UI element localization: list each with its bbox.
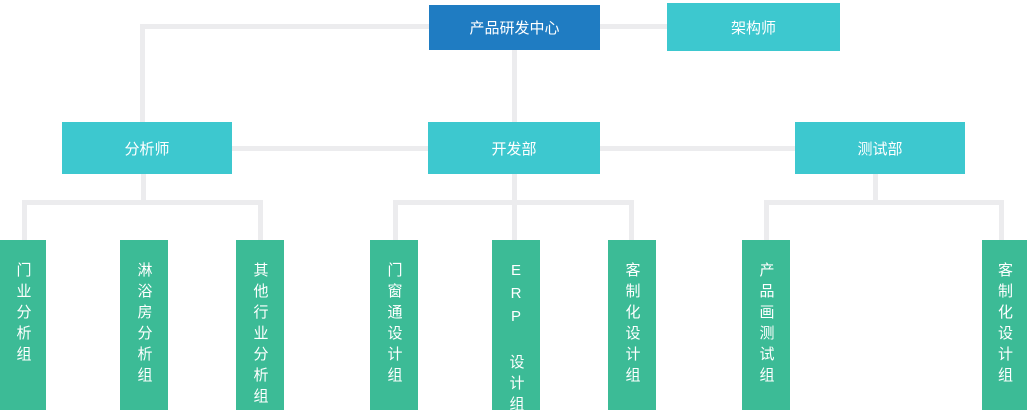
node-test-team-1[interactable]: 产品画测试组 [742,240,790,410]
node-dev-team-2-label: ERP 设计组 [507,262,525,412]
node-root[interactable]: 产品研发中心 [429,5,600,50]
node-dev-dept[interactable]: 开发部 [428,122,600,174]
node-test-dept[interactable]: 测试部 [795,122,965,174]
node-dev-team-1-label: 门窗通设计组 [385,262,403,388]
connector-test-stem-v [873,174,878,205]
node-architect[interactable]: 架构师 [667,3,840,51]
connector-test-bar-h [764,200,1004,205]
node-test-team-2-label: 客制化设计组 [996,262,1013,388]
connector-dev-drop-left-v [393,200,398,240]
connector-dev-to-test-h [600,146,795,151]
node-test-team-2[interactable]: 客制化设计组 [982,240,1027,410]
connector-dev-stem-v [512,174,517,240]
connector-analyst-to-dev-h [232,146,428,151]
node-dev-team-3[interactable]: 客制化设计组 [608,240,656,410]
node-analyst-team-2-label: 淋浴房分析组 [135,262,153,388]
node-dev-team-1[interactable]: 门窗通设计组 [370,240,418,410]
node-analyst-team-3-label: 其他行业分析组 [251,262,269,409]
node-test-dept-label: 测试部 [857,140,903,158]
node-dev-team-2[interactable]: ERP 设计组 [492,240,540,412]
connector-test-drop-left-v [764,200,769,240]
node-root-label: 产品研发中心 [469,20,560,37]
connector-analyst-bar-h [22,200,263,205]
connector-analyst-drop-right-v [258,200,263,240]
node-analyst-team-1-label: 门业分析组 [14,262,32,367]
connector-analyst-drop-left-v [22,200,27,240]
node-analyst-team-1[interactable]: 门业分析组 [0,240,46,410]
node-dev-dept-label: 开发部 [491,140,537,158]
connector-root-to-analyst-v [140,24,145,122]
connector-test-drop-right-v [999,200,1004,242]
node-analyst-dept[interactable]: 分析师 [62,122,232,174]
node-dev-team-3-label: 客制化设计组 [623,262,641,388]
node-analyst-team-2[interactable]: 淋浴房分析组 [120,240,168,410]
connector-dev-drop-right-v [629,200,634,240]
connector-root-to-analyst-h [140,24,429,29]
connector-root-to-dev-v [512,50,517,122]
node-architect-label: 架构师 [730,19,776,37]
connector-analyst-stem-v [141,174,146,205]
connector-dev-bar-h [393,200,634,205]
connector-root-to-architect-h [600,24,667,29]
node-analyst-dept-label: 分析师 [124,140,170,158]
node-analyst-team-3[interactable]: 其他行业分析组 [236,240,284,410]
node-test-team-1-label: 产品画测试组 [757,262,775,388]
